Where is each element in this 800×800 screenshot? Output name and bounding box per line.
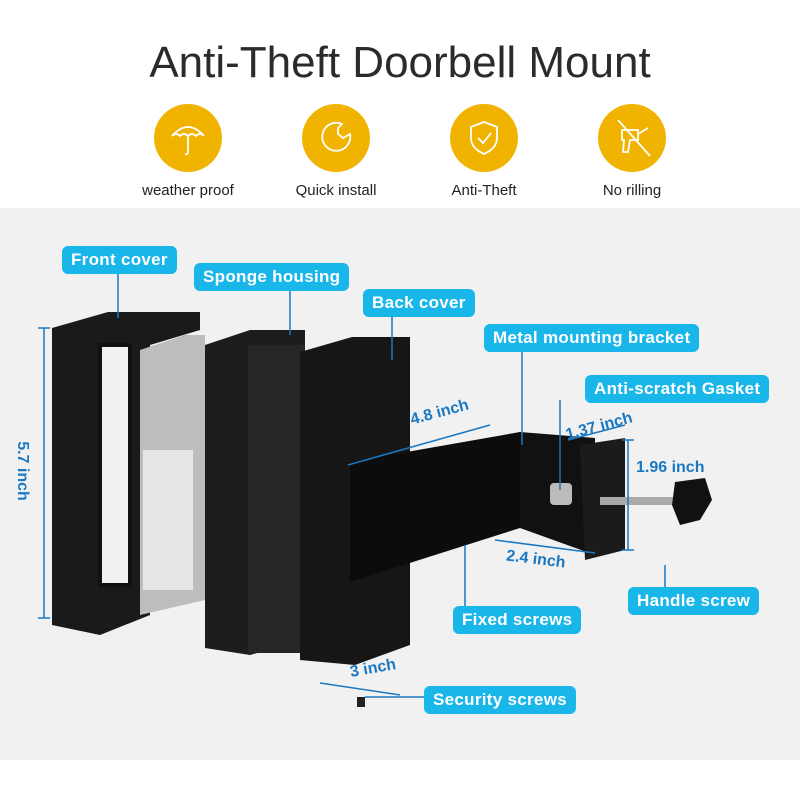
label-security-screws: Security screws	[424, 686, 576, 714]
front-cover	[52, 312, 200, 635]
feature-anti-theft: Anti-Theft	[414, 104, 554, 199]
doorbell-device	[140, 335, 205, 615]
feature-weather-proof: weather proof	[118, 104, 258, 199]
feature-label: Quick install	[295, 182, 377, 199]
handle-screw	[600, 478, 712, 525]
security-screw	[357, 697, 365, 707]
dimension-clamp: 1.96 inch	[636, 459, 705, 476]
dimension-lines	[38, 270, 666, 698]
shield-check-icon	[450, 104, 518, 172]
feature-quick-install: Quick install	[266, 104, 406, 199]
sponge-housing	[205, 330, 305, 655]
feature-no-drilling: No rilling	[562, 104, 702, 199]
label-fixed-screws: Fixed screws	[453, 606, 582, 634]
feature-label: No rilling	[602, 182, 662, 199]
dimension-height: 5.7 inch	[13, 441, 31, 501]
feature-label: weather proof	[142, 182, 234, 199]
wrench-icon	[302, 104, 370, 172]
label-front-cover: Front cover	[62, 246, 177, 274]
label-sponge-housing: Sponge housing	[194, 263, 350, 291]
anti-scratch-gasket	[550, 483, 572, 505]
umbrella-icon	[154, 104, 222, 172]
label-handle-screw: Handle screw	[628, 587, 760, 615]
page-title: Anti-Theft Doorbell Mount	[149, 38, 651, 87]
no-drill-icon	[598, 104, 666, 172]
label-anti-scratch-gasket: Anti-scratch Gasket	[585, 375, 770, 403]
label-back-cover: Back cover	[363, 289, 475, 317]
label-metal-mounting-bracket: Metal mounting bracket	[484, 324, 700, 352]
feature-label: Anti-Theft	[451, 182, 517, 199]
